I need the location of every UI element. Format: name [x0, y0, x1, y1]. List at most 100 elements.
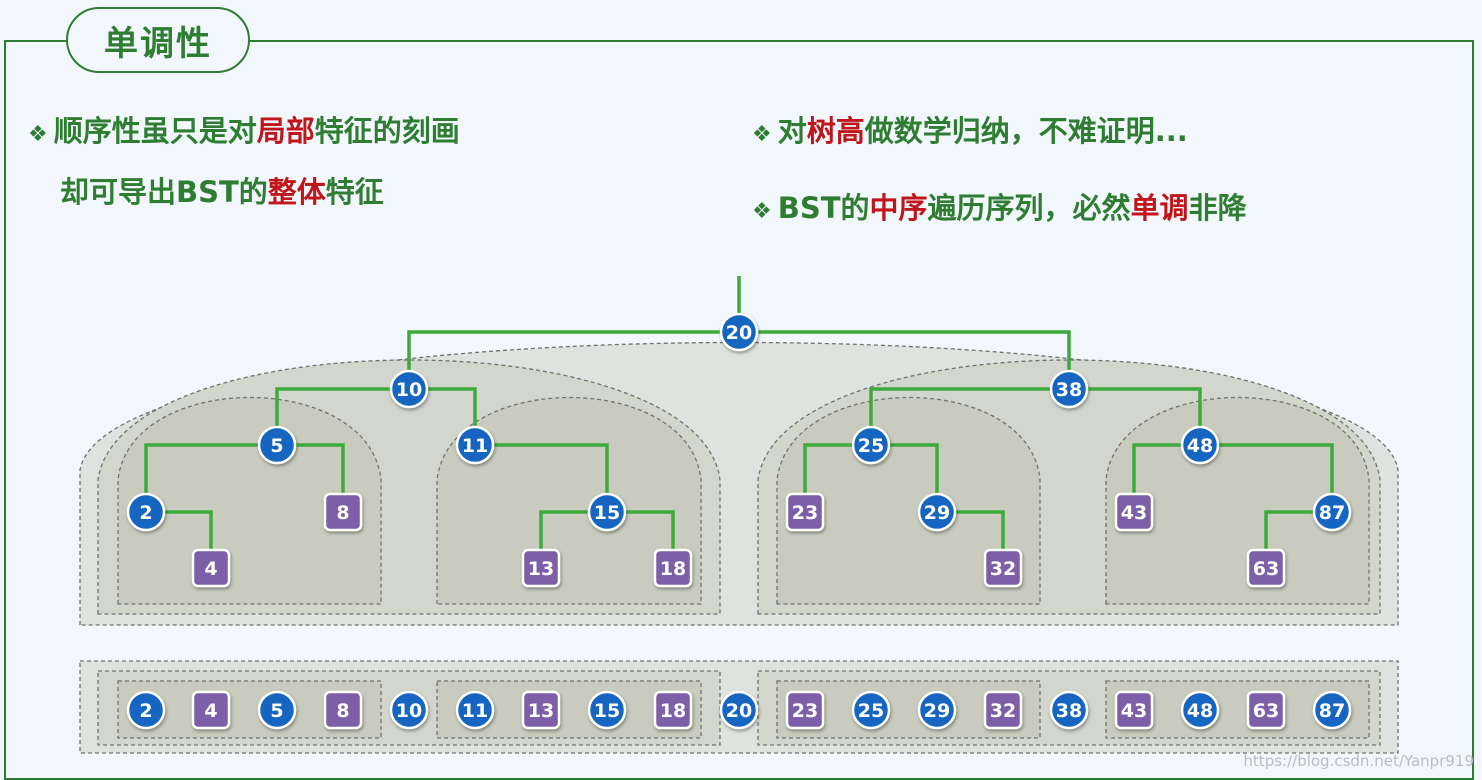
tree-node-63: 63 — [1246, 548, 1286, 588]
tree-node-11-label: 11 — [462, 435, 488, 457]
sequence-node-87: 87 — [1312, 690, 1352, 730]
tree-node-15: 15 — [587, 492, 627, 532]
tree-node-2-shape — [126, 492, 166, 532]
tree-node-5: 5 — [257, 425, 297, 465]
section-title: 单调性 — [66, 7, 250, 73]
tree-node-5-shape — [257, 425, 297, 465]
tree-node-23-shape — [785, 492, 825, 532]
sequence-node-18-shape — [653, 690, 693, 730]
sequence-node-18-label: 18 — [660, 700, 686, 722]
tree-node-32: 32 — [983, 548, 1023, 588]
sequence-node-4: 4 — [191, 690, 231, 730]
tree-node-18-shape — [653, 548, 693, 588]
tree-node-32-label: 32 — [990, 558, 1016, 580]
sequence-node-2-label: 2 — [139, 700, 152, 722]
sequence-node-2: 2 — [126, 690, 166, 730]
tree-node-8-shape — [323, 492, 363, 532]
tree-node-48: 48 — [1180, 425, 1220, 465]
sequence-node-15-label: 15 — [594, 700, 620, 722]
sequence-node-38-label: 38 — [1056, 700, 1082, 722]
tree-node-29-shape — [917, 492, 957, 532]
tree-node-25-shape — [851, 425, 891, 465]
sequence-node-25: 25 — [851, 690, 891, 730]
sequence-node-5-label: 5 — [270, 700, 283, 722]
sequence-node-48-label: 48 — [1187, 700, 1213, 722]
sequence-node-2-shape — [126, 690, 166, 730]
bullet-right-1: ❖对树高做数学归纳，不难证明... — [752, 114, 1188, 148]
sequence-node-13-shape — [521, 690, 561, 730]
tree-node-38-shape — [1049, 369, 1089, 409]
tree-node-43-shape — [1114, 492, 1154, 532]
tree-node-4: 4 — [191, 548, 231, 588]
watermark: https://blog.csdn.net/Yanpr919 — [1243, 752, 1474, 770]
tree-node-32-shape — [983, 548, 1023, 588]
tree-edge-48-87 — [1200, 443, 1334, 512]
sequence-node-87-shape — [1312, 690, 1352, 730]
subtree-region-5 — [117, 396, 382, 605]
tree-node-25-label: 25 — [858, 435, 884, 457]
tree-node-63-shape — [1246, 548, 1286, 588]
tree-node-48-shape — [1180, 425, 1220, 465]
sequence-node-18: 18 — [653, 690, 693, 730]
tree-node-43: 43 — [1114, 492, 1154, 532]
bullet-left-2: 却可导出BST的整体特征 — [60, 175, 384, 209]
tree-edge-25-23 — [803, 443, 871, 512]
sequence-node-23-shape — [785, 690, 825, 730]
sequence-node-43: 43 — [1114, 690, 1154, 730]
tree-node-87: 87 — [1312, 492, 1352, 532]
tree-node-5-label: 5 — [270, 435, 283, 457]
sequence-node-11-label: 11 — [462, 700, 488, 722]
bullet-left-1: ❖顺序性虽只是对局部特征的刻画 — [28, 114, 460, 148]
subtree-region-11 — [436, 396, 702, 605]
tree-node-8: 8 — [323, 492, 363, 532]
tree-node-18-label: 18 — [660, 558, 686, 580]
tree-edge-25-29 — [871, 443, 939, 512]
sequence-node-32-label: 32 — [990, 700, 1016, 722]
tree-node-13-shape — [521, 548, 561, 588]
tree-node-29-label: 29 — [924, 502, 950, 524]
sequence-node-20: 20 — [719, 690, 759, 730]
sequence-node-48-shape — [1180, 690, 1220, 730]
tree-node-2-label: 2 — [139, 502, 152, 524]
tree-node-11-shape — [455, 425, 495, 465]
sequence-node-8-shape — [323, 690, 363, 730]
sequence-node-5-shape — [257, 690, 297, 730]
sequence-node-29: 29 — [917, 690, 957, 730]
sequence-node-38: 38 — [1049, 690, 1089, 730]
tree-edge-5-8 — [277, 443, 345, 512]
tree-node-10-shape — [389, 369, 429, 409]
tree-node-4-label: 4 — [204, 558, 217, 580]
tree-node-87-shape — [1312, 492, 1352, 532]
sequence-node-32: 32 — [983, 690, 1023, 730]
tree-node-87-label: 87 — [1319, 502, 1345, 524]
sequence-node-43-shape — [1114, 690, 1154, 730]
sequence-node-8: 8 — [323, 690, 363, 730]
sequence-node-25-label: 25 — [858, 700, 884, 722]
subtree-region-25 — [776, 396, 1041, 605]
sequence-node-43-label: 43 — [1121, 700, 1147, 722]
tree-node-48-label: 48 — [1187, 435, 1213, 457]
tree-node-20-label: 20 — [726, 322, 752, 344]
sequence-node-23-label: 23 — [792, 700, 818, 722]
tree-node-15-label: 15 — [594, 502, 620, 524]
sequence-node-10: 10 — [389, 690, 429, 730]
tree-node-38: 38 — [1049, 369, 1089, 409]
tree-edge-48-43 — [1132, 443, 1200, 512]
tree-node-43-label: 43 — [1121, 502, 1147, 524]
tree-node-13: 13 — [521, 548, 561, 588]
sequence-node-25-shape — [851, 690, 891, 730]
tree-node-15-shape — [587, 492, 627, 532]
tree-node-13-label: 13 — [528, 558, 554, 580]
sequence-node-48: 48 — [1180, 690, 1220, 730]
sequence-node-20-shape — [719, 690, 759, 730]
tree-node-18: 18 — [653, 548, 693, 588]
tree-node-8-label: 8 — [336, 502, 349, 524]
sequence-node-11-shape — [455, 690, 495, 730]
tree-node-29: 29 — [917, 492, 957, 532]
sequence-node-10-label: 10 — [396, 700, 422, 722]
sequence-node-4-label: 4 — [204, 700, 217, 722]
bullet-right-2: ❖BST的中序遍历序列，必然单调非降 — [752, 191, 1247, 225]
